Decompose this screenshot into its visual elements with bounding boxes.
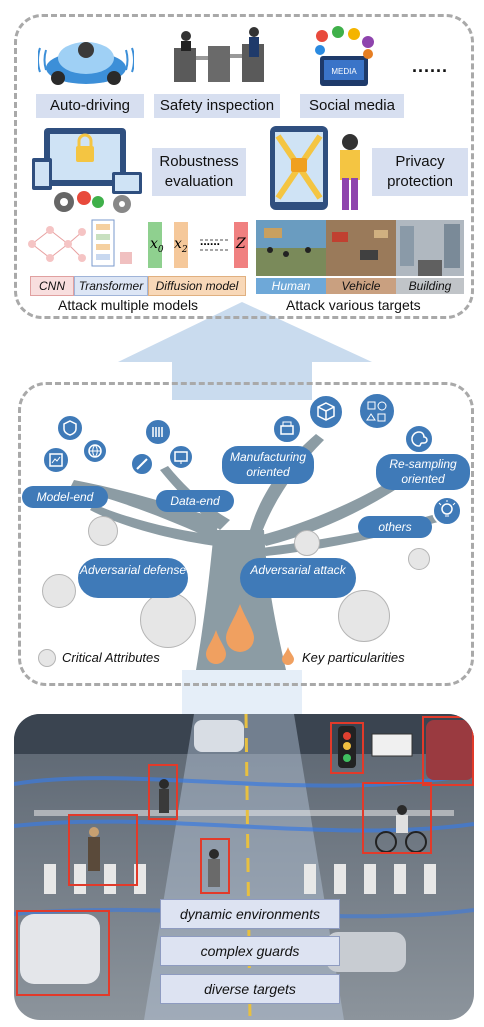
lightbulb-icon xyxy=(432,496,462,526)
privacy-illustration xyxy=(270,126,360,210)
resampling-bubble: Re-sampling oriented xyxy=(376,454,470,490)
detection-box-cars-right xyxy=(422,716,474,786)
attribute-circle xyxy=(42,574,76,608)
attribute-circle xyxy=(140,592,196,648)
label-complex-guards: complex guards xyxy=(160,936,340,966)
adversarial-attack-bubble: Adversarial attack xyxy=(240,558,356,598)
diffusion-dots: ...... xyxy=(200,234,221,248)
shapes-icon xyxy=(358,392,396,430)
robustness-illustration xyxy=(32,128,142,213)
printer-icon xyxy=(272,414,302,444)
target-photo-building xyxy=(396,220,464,276)
detection-box-pedestrian xyxy=(148,764,178,820)
key-particularity-drops xyxy=(206,604,254,664)
monitor-icon xyxy=(168,444,194,470)
target-vehicle-tag: Vehicle xyxy=(326,278,396,294)
legend-drop-icon xyxy=(282,647,294,665)
legend-circle-icon xyxy=(38,649,56,667)
target-photo-vehicle xyxy=(326,220,396,276)
model-cnn-tag: CNN xyxy=(30,276,74,296)
globe-icon xyxy=(82,438,108,464)
applications-panel xyxy=(14,14,474,319)
street-background xyxy=(14,714,474,1020)
barcode-icon xyxy=(144,418,172,446)
detection-box-traffic-light xyxy=(330,722,364,774)
caption-attack-targets: Attack various targets xyxy=(286,297,421,313)
attribute-circle xyxy=(294,530,320,556)
car-icon xyxy=(38,42,134,85)
privacy-label: Privacy protection xyxy=(372,148,468,196)
palette-icon xyxy=(404,424,434,454)
others-bubble: others xyxy=(358,516,432,538)
diffusion-diagram xyxy=(148,222,248,268)
diffusion-x2: x2 xyxy=(174,236,188,255)
social-media-label: Social media xyxy=(300,94,404,118)
svg-text:MEDIA: MEDIA xyxy=(331,67,357,76)
cnn-diagram xyxy=(28,226,86,262)
legend-critical-attributes: Critical Attributes xyxy=(62,650,160,665)
attribute-circle xyxy=(88,516,118,546)
detection-box-family xyxy=(68,814,138,886)
target-building-tag: Building xyxy=(396,278,464,294)
legend-key-particularities: Key particularities xyxy=(302,650,405,665)
label-dynamic-environments: dynamic environments xyxy=(160,899,340,929)
robustness-label: Robustness evaluation xyxy=(152,148,246,196)
shield-icon xyxy=(56,414,84,442)
target-photo-human xyxy=(256,220,326,276)
model-transformer-tag: Transformer xyxy=(74,276,148,296)
diffusion-z: Z xyxy=(236,236,246,252)
diffusion-x0: x0 xyxy=(150,236,164,255)
security-gate-icon xyxy=(174,27,264,82)
detection-box-cyclist xyxy=(362,782,432,854)
adversarial-defense-bubble: Adversarial defense xyxy=(78,558,188,598)
manufacturing-bubble: Manufacturing oriented xyxy=(222,446,314,484)
attribute-circle xyxy=(408,548,430,570)
cube-icon xyxy=(308,394,344,430)
transformer-diagram xyxy=(91,219,132,267)
taxonomy-panel xyxy=(18,382,474,686)
model-diffusion-tag: Diffusion model xyxy=(148,276,246,296)
data-end-bubble: Data-end xyxy=(156,490,234,512)
model-end-bubble: Model-end xyxy=(22,486,108,508)
detection-box-car-left xyxy=(16,910,110,996)
target-human-tag: Human xyxy=(256,278,326,294)
pen-icon xyxy=(130,452,154,476)
caption-attack-models: Attack multiple models xyxy=(58,297,199,313)
auto-driving-label: Auto-driving xyxy=(36,94,144,118)
app-ellipsis: ...... xyxy=(412,56,449,76)
detection-box-walker xyxy=(200,838,230,894)
attribute-circle xyxy=(338,590,390,642)
street-scene xyxy=(14,714,474,1020)
label-diverse-targets: diverse targets xyxy=(160,974,340,1004)
safety-inspection-label: Safety inspection xyxy=(154,94,280,118)
social-media-icon: MEDIA xyxy=(315,26,374,86)
chart-icon xyxy=(42,446,70,474)
